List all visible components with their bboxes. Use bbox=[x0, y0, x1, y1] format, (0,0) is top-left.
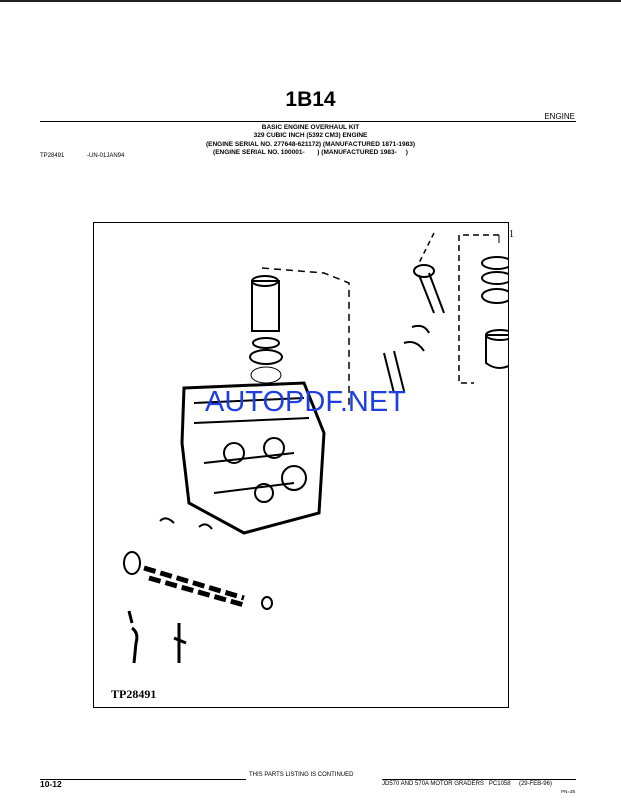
figure-ref: TP28491 bbox=[40, 153, 65, 159]
callout-number: 1 bbox=[509, 229, 514, 240]
exploded-diagram bbox=[93, 222, 515, 708]
pn-number: PN=38 bbox=[561, 789, 575, 794]
footer-rule-left bbox=[40, 779, 246, 780]
footer-rule-right bbox=[382, 779, 576, 780]
publication-info: JD570 AND 570A MOTOR GRADERS PC1058 (29-… bbox=[382, 781, 552, 787]
engine-parts-illustration bbox=[123, 232, 515, 664]
figure-code: -UN-01JAN94 bbox=[87, 153, 125, 159]
section-label: ENGINE bbox=[544, 112, 575, 121]
header-rule bbox=[40, 121, 576, 122]
title-line: (ENGINE SERIAL NO. 100001- ) (MANUFACTUR… bbox=[213, 148, 408, 156]
figure-label: TP28491 bbox=[111, 687, 157, 701]
title-line: (ENGINE SERIAL NO. 277648-621172) (MANUF… bbox=[205, 140, 416, 148]
title-line: BASIC ENGINE OVERHAUL KIT bbox=[261, 124, 360, 131]
title-line: 329 CUBIC INCH (5392 CM3) ENGINE bbox=[253, 132, 368, 140]
page-number: 10-12 bbox=[40, 779, 62, 789]
page-id: 1B14 bbox=[285, 88, 336, 111]
continued-note: THIS PARTS LISTING IS CONTINUED bbox=[249, 772, 354, 778]
top-border bbox=[0, 0, 621, 2]
watermark: AUTOPDF.NET bbox=[205, 386, 406, 418]
kit-titles: BASIC ENGINE OVERHAUL KIT 329 CUBIC INCH… bbox=[0, 124, 621, 157]
